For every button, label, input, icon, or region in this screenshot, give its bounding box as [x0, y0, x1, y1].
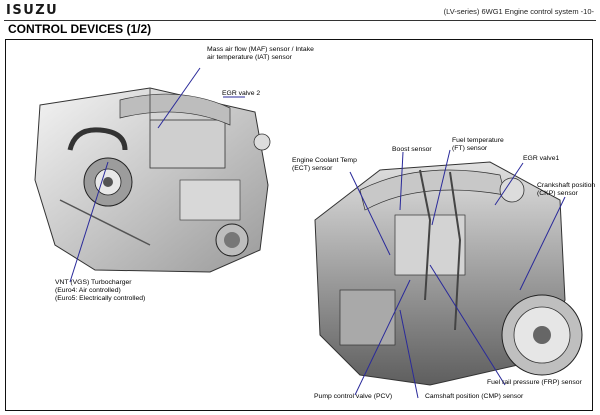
illustration-frame: [5, 39, 593, 411]
label-vnt-turbocharger: VNT (VGS) Turbocharger(Euro4: Air contro…: [55, 279, 146, 302]
leader-lines: [69, 67, 566, 399]
header-divider: [4, 20, 596, 21]
engine-left-view: [34, 87, 271, 273]
label-cmp-sensor: Camshaft position (CMP) sensor: [425, 393, 524, 400]
label-pcv: Pump control valve (PCV): [314, 393, 393, 400]
label-boost-sensor: Boost sensor: [392, 146, 432, 153]
isuzu-logo: ISUZU: [6, 3, 59, 18]
label-egr-valve-2: EGR valve 2: [222, 90, 261, 97]
label-ckp-sensor: Crankshaft position(CKP) sensor: [537, 182, 596, 197]
label-frp-sensor: Fuel rail pressure (FRP) sensor: [487, 379, 582, 386]
label-fuel-temperature-sensor: Fuel temperature(FT) sensor: [452, 137, 504, 152]
page-info: (LV-series) 6WG1 Engine control system -…: [443, 7, 594, 16]
label-egr-valve-1: EGR valve1: [523, 155, 560, 162]
label-ect-sensor: Engine Coolant Temp(ECT) sensor: [292, 157, 357, 172]
section-title: CONTROL DEVICES (1/2): [8, 22, 152, 36]
